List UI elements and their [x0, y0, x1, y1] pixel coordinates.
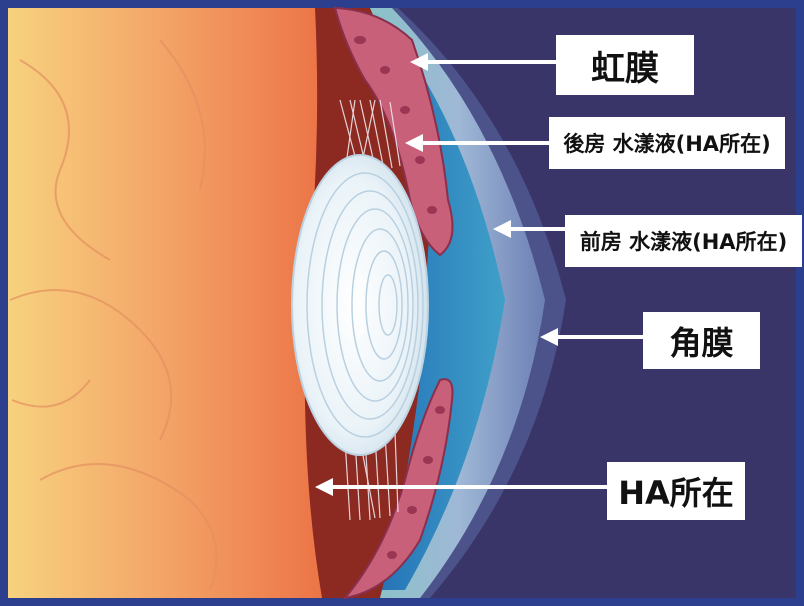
label-cornea: 角膜 — [643, 312, 760, 369]
label-anterior-chamber: 前房 水漾液(HA所在) — [565, 215, 802, 267]
label-ha-location: HA所在 — [607, 462, 745, 520]
vitreous-body — [8, 8, 322, 598]
label-posterior-chamber: 後房 水漾液(HA所在) — [549, 117, 785, 169]
label-iris: 虹膜 — [556, 35, 694, 95]
